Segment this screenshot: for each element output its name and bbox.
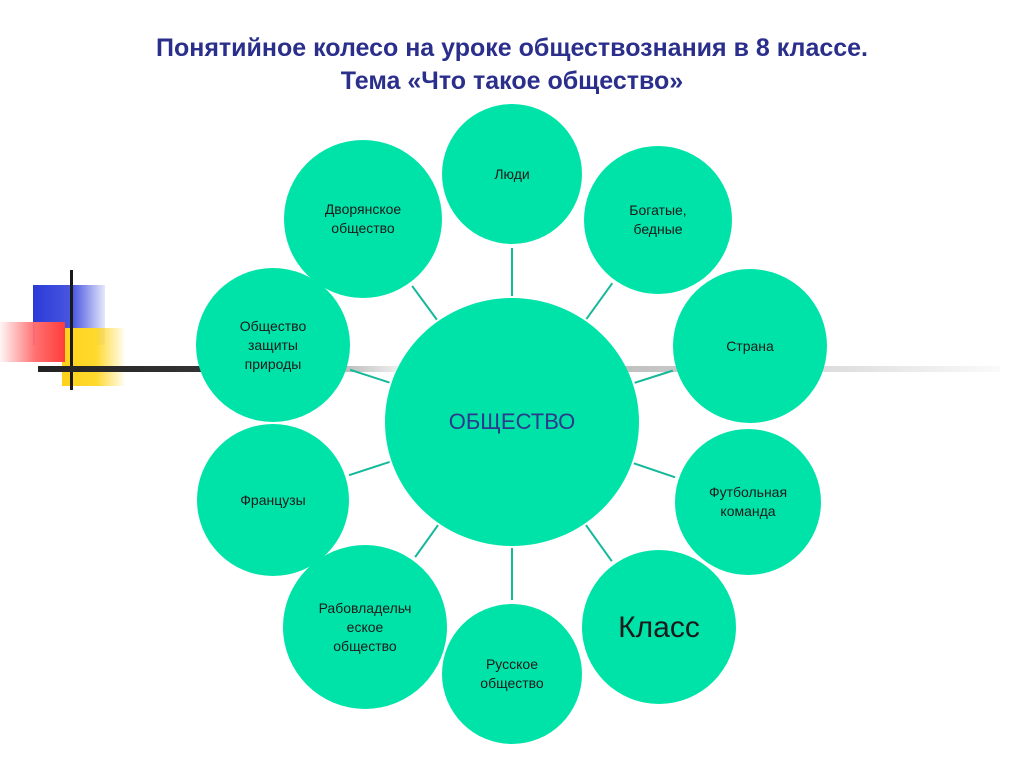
node-strana: Страна: [673, 269, 827, 423]
node-label-line: еское: [346, 618, 384, 635]
node-label: Футбольная команда: [709, 483, 787, 521]
node-russkoe: Русское общество: [442, 604, 582, 744]
node-rabovlad: Рабовладельч еское общество: [283, 545, 447, 709]
node-bogatye: Богатые, бедные: [584, 146, 732, 294]
connector-klass: [585, 524, 613, 562]
node-label: Богатые, бедные: [629, 201, 686, 239]
node-label: Русское общество: [480, 655, 543, 693]
node-label-line: Страна: [726, 337, 774, 354]
node-klass: Класс: [582, 550, 736, 704]
node-label-line: общество: [331, 220, 395, 236]
node-label-line: Русское: [485, 656, 539, 672]
connector-strana: [634, 369, 674, 384]
node-label: Дворянское общество: [325, 200, 401, 238]
node-label-line: природы: [244, 355, 302, 372]
node-label-line: общество: [333, 637, 397, 654]
node-label-line: Дворянское: [324, 201, 402, 217]
connector-futbol: [633, 462, 676, 479]
node-label-line: общество: [480, 675, 544, 691]
node-label-line: Рабовладельч: [318, 599, 412, 616]
node-label: Общество защиты природы: [240, 317, 307, 374]
center-node-society: ОБЩЕСТВО: [385, 298, 639, 546]
center-node-label: ОБЩЕСТВО: [448, 409, 576, 434]
title-line-1: Понятийное колесо на уроке обществознани…: [156, 34, 868, 62]
node-ludi: Люди: [442, 104, 582, 244]
node-label-line: Футбольная: [708, 484, 788, 500]
node-dvoryan: Дворянское общество: [284, 140, 442, 298]
connector-rabovlad: [414, 524, 439, 558]
connector-zashita: [349, 368, 390, 384]
node-label-line: команда: [720, 503, 776, 519]
node-francuzy: Французы: [197, 424, 349, 576]
connector-dvoryan: [411, 285, 438, 321]
node-label: Страна: [726, 337, 774, 356]
page-title: Понятийное колесо на уроке обществознани…: [0, 32, 1024, 98]
node-label-line: Класс: [618, 610, 700, 644]
node-futbol: Футбольная команда: [675, 429, 821, 575]
node-label-line: Люди: [494, 165, 530, 182]
connector-bogatye: [585, 282, 614, 320]
node-label-line: защиты: [247, 336, 298, 353]
node-label: Люди: [494, 165, 529, 184]
node-label: Класс: [618, 610, 700, 644]
decor-vertical-line: [70, 270, 73, 390]
node-label-line: Богатые,: [629, 202, 687, 218]
node-zashita: Общество защиты природы: [196, 268, 350, 422]
node-label-line: Французы: [240, 491, 306, 508]
node-label-line: Общество: [239, 317, 307, 334]
node-label: Французы: [240, 491, 305, 510]
title-line-2: Тема «Что такое общество»: [340, 67, 684, 95]
connector-francuzy: [348, 460, 390, 477]
node-label: Рабовладельч еское общество: [319, 599, 412, 656]
decor-red-bar: [0, 322, 65, 362]
node-label-line: бедные: [633, 221, 683, 237]
